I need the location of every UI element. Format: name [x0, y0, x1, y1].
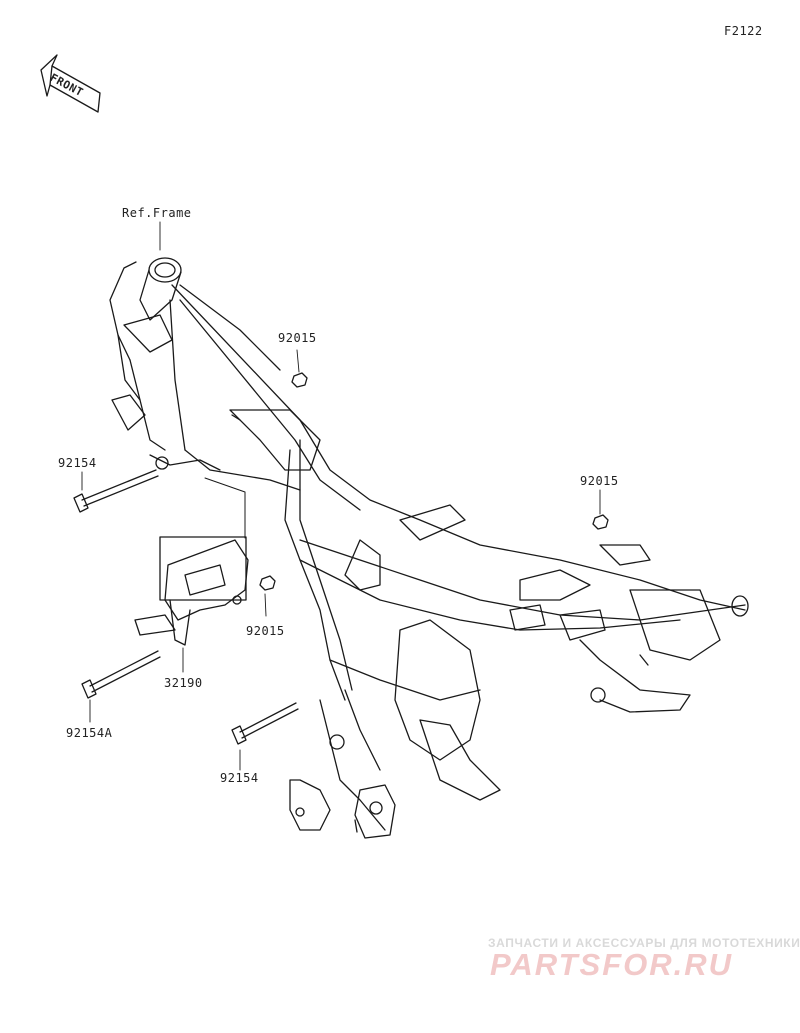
- nut-92015-c-icon: [592, 514, 609, 530]
- front-arrow-icon: [40, 54, 101, 113]
- part-label-92015-a: 92015: [278, 331, 317, 345]
- watermark-logo: PARTSFOR.RU: [490, 947, 734, 982]
- part-label-92154-b: 92154: [220, 771, 259, 785]
- diagram-code: F2122: [724, 24, 763, 38]
- part-label-92015-b: 92015: [580, 474, 619, 488]
- part-label-92154-a: 92154: [58, 456, 97, 470]
- part-label-32190: 32190: [164, 676, 203, 690]
- bolt-92154A-icon: [81, 650, 161, 699]
- nut-92015-a-icon: [291, 372, 308, 388]
- part-label-92154A: 92154A: [66, 726, 113, 740]
- nut-92015-b-icon: [259, 575, 276, 591]
- watermark-tagline: ЗАПЧАСТИ И АКСЕССУАРЫ ДЛЯ МОТОТЕХНИКИ: [488, 936, 800, 950]
- bolt-92154-lower-icon: [231, 702, 299, 745]
- ref-frame-label: Ref.Frame: [122, 206, 192, 220]
- bolt-92154-upper-icon: [73, 456, 169, 513]
- part-label-92015-c: 92015: [246, 624, 285, 638]
